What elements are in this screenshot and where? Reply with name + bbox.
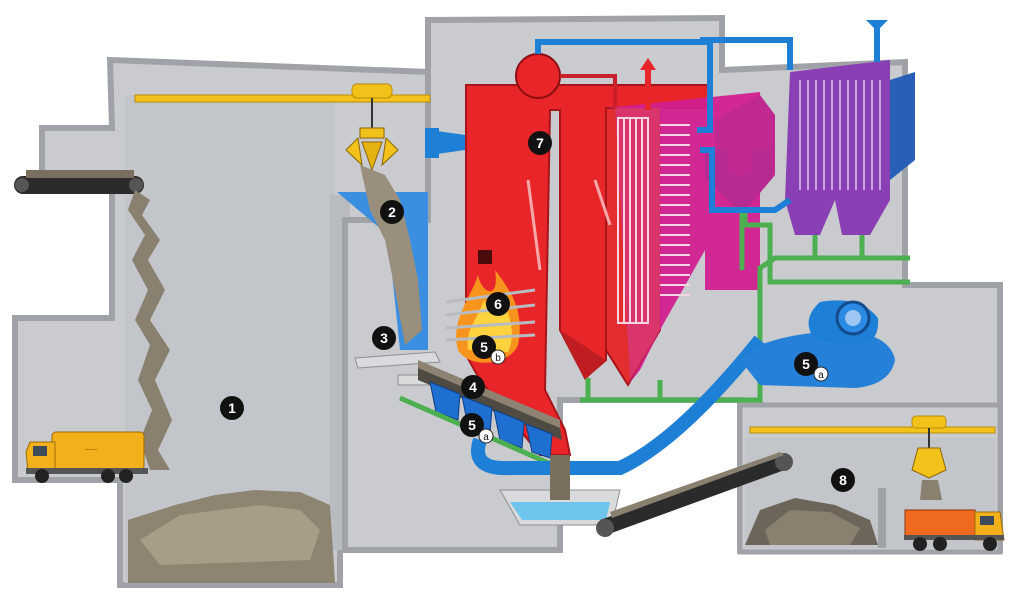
waste-input-conveyor xyxy=(14,170,144,194)
svg-text:5: 5 xyxy=(802,356,810,372)
label-5a-grate-sub: a xyxy=(479,429,493,443)
svg-text:3: 3 xyxy=(380,330,388,346)
svg-text:~~~: ~~~ xyxy=(85,447,97,454)
svg-text:b: b xyxy=(495,353,501,364)
label-4: 4 xyxy=(461,375,485,399)
label-6: 6 xyxy=(486,292,510,316)
label-5b-sub: b xyxy=(491,350,505,364)
label-5a-fan-sub: a xyxy=(814,367,828,381)
svg-text:a: a xyxy=(483,432,489,443)
stack-outlet xyxy=(866,20,888,62)
svg-text:5: 5 xyxy=(480,339,488,355)
svg-text:8: 8 xyxy=(839,472,847,488)
label-2: 2 xyxy=(380,200,404,224)
svg-text:5: 5 xyxy=(468,417,476,433)
svg-text:a: a xyxy=(818,370,824,381)
svg-text:7: 7 xyxy=(536,135,544,151)
svg-text:1: 1 xyxy=(228,400,236,416)
label-8: 8 xyxy=(831,468,855,492)
svg-text:4: 4 xyxy=(469,379,477,395)
label-3: 3 xyxy=(372,326,396,350)
label-7: 7 xyxy=(528,131,552,155)
svg-text:6: 6 xyxy=(494,296,502,312)
svg-text:2: 2 xyxy=(388,204,396,220)
label-1: 1 xyxy=(220,396,244,420)
